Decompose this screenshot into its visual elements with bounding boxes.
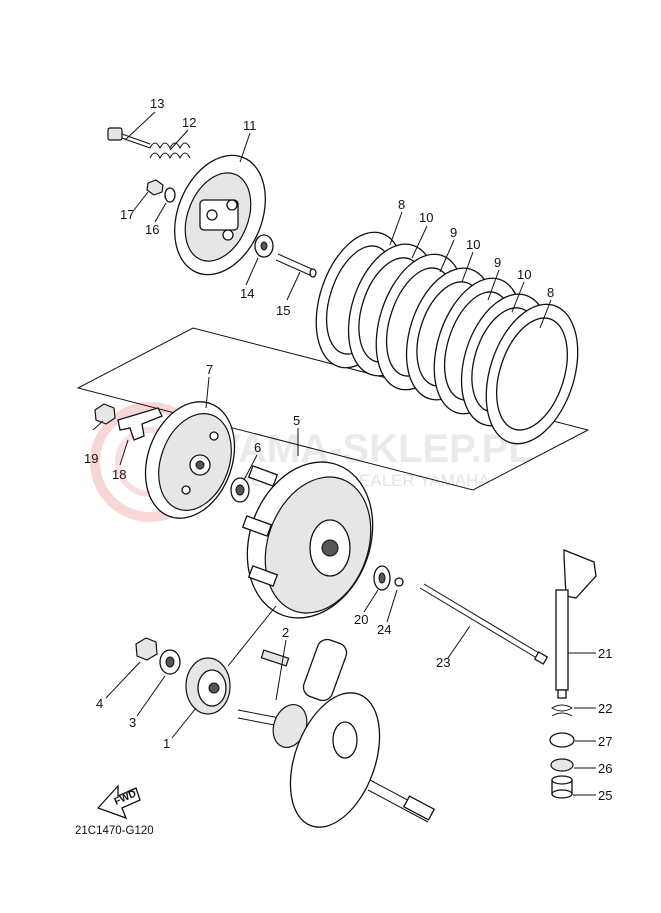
callout-9-a: 9 xyxy=(450,225,457,240)
push-rod-23 xyxy=(419,583,549,665)
callout-19: 19 xyxy=(84,451,98,466)
callout-13: 13 xyxy=(150,96,164,111)
diagram-code: 21C1470-G120 xyxy=(75,825,154,837)
push-rod-15 xyxy=(275,253,317,278)
circlip-27 xyxy=(549,732,575,748)
plate-group-outline xyxy=(76,327,590,491)
nut-4 xyxy=(135,637,158,661)
washer-16 xyxy=(164,187,176,203)
ball-24 xyxy=(394,577,404,587)
callout-26: 26 xyxy=(598,761,612,776)
washer-6-bore xyxy=(235,484,245,496)
callout-21: 21 xyxy=(598,646,612,661)
callout-labels: 13 12 11 17 16 14 15 8 10 9 10 9 10 8 7 … xyxy=(84,96,612,803)
leader-lines xyxy=(92,111,596,796)
callout-10-b: 10 xyxy=(466,237,480,252)
bearing-25 xyxy=(551,775,573,799)
crankshaft xyxy=(237,638,436,828)
clutch-boss-7 xyxy=(144,401,236,519)
callout-6: 6 xyxy=(254,440,261,455)
callout-17: 17 xyxy=(120,207,134,222)
spring-12 xyxy=(149,142,191,160)
plate-stack xyxy=(315,231,579,445)
callout-27: 27 xyxy=(598,734,612,749)
callout-8-bottom: 8 xyxy=(547,285,554,300)
callout-12: 12 xyxy=(182,115,196,130)
callout-23: 23 xyxy=(436,655,450,670)
washer-3-bore xyxy=(165,656,175,668)
callout-18: 18 xyxy=(112,467,126,482)
spring-22 xyxy=(551,704,573,717)
callout-25: 25 xyxy=(598,788,612,803)
pressure-plate xyxy=(174,154,266,276)
push-lever-shaft-21 xyxy=(555,549,597,699)
callout-2: 2 xyxy=(282,625,289,640)
nut-19 xyxy=(94,403,116,425)
callout-1: 1 xyxy=(163,736,170,751)
callout-8-top: 8 xyxy=(398,197,405,212)
lock-washer-18 xyxy=(117,407,163,441)
callout-7: 7 xyxy=(206,362,213,377)
clutch-housing-5 xyxy=(241,461,374,619)
callout-11: 11 xyxy=(243,118,257,133)
callout-5: 5 xyxy=(293,413,300,428)
callout-10-c: 10 xyxy=(517,267,531,282)
callout-16: 16 xyxy=(145,222,159,237)
callout-3: 3 xyxy=(129,715,136,730)
callout-4: 4 xyxy=(96,696,103,711)
bolt-13 xyxy=(107,127,151,149)
callout-24: 24 xyxy=(377,622,391,637)
bearing-14-bore xyxy=(260,241,268,251)
callout-15: 15 xyxy=(276,303,290,318)
fwd-arrow-icon: FWD xyxy=(96,784,141,820)
key-2 xyxy=(260,649,290,667)
callout-20: 20 xyxy=(354,612,368,627)
callout-9-b: 9 xyxy=(494,255,501,270)
nut-17 xyxy=(146,179,164,196)
washer-20-bore xyxy=(378,572,386,584)
watermark-brand: YAMA-SKLEP.PL xyxy=(215,427,533,471)
primary-gear-1 xyxy=(185,657,231,715)
callout-14: 14 xyxy=(240,286,254,301)
washer-26 xyxy=(550,758,574,772)
callout-22: 22 xyxy=(598,701,612,716)
callout-10-a: 10 xyxy=(419,210,433,225)
